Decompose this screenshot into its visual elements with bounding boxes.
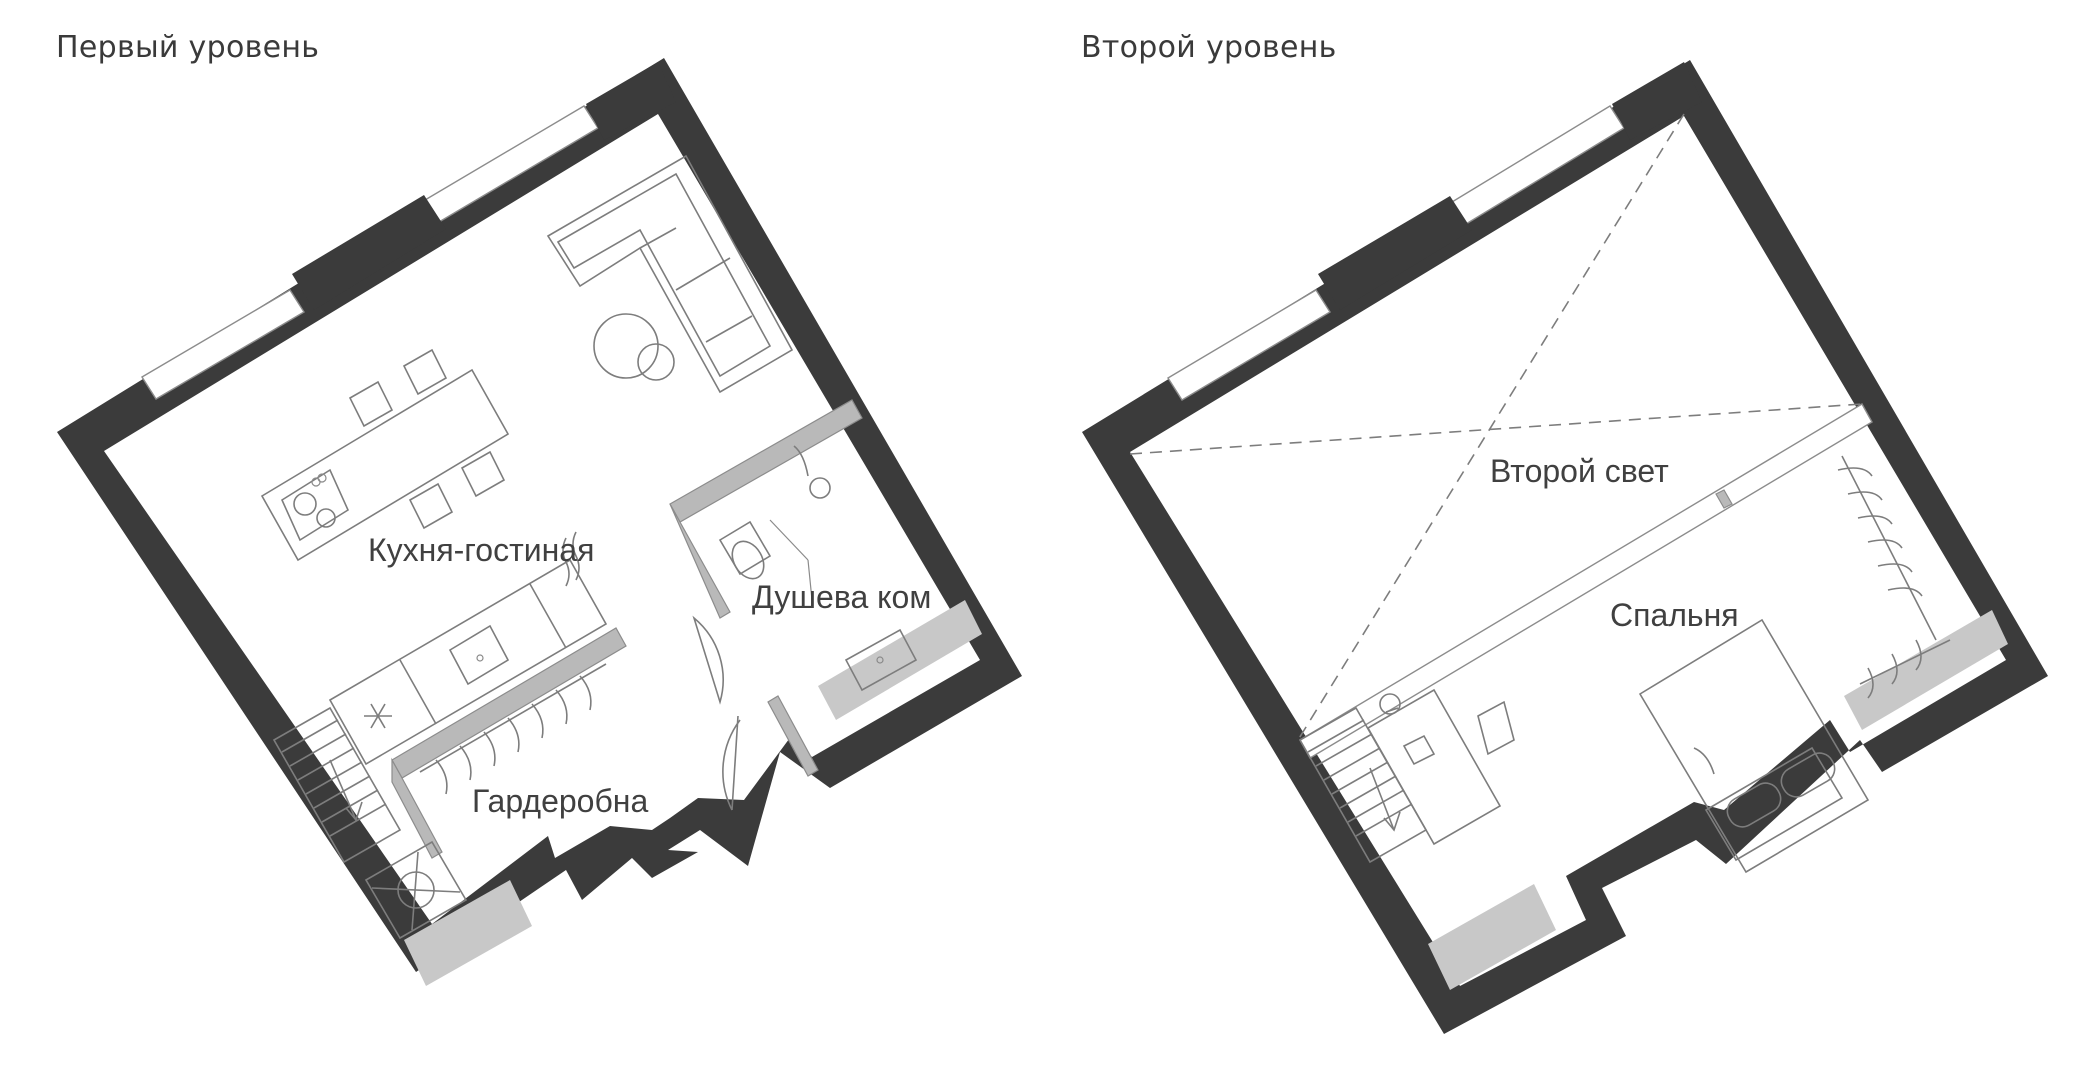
room-label-second-light: Второй свет [1490, 453, 1669, 489]
window [141, 289, 305, 400]
bed [1638, 618, 1870, 874]
desk-chair [1477, 700, 1515, 756]
door-swing [692, 615, 724, 705]
wall-pier [292, 195, 446, 310]
wardrobe-hangers [419, 663, 607, 795]
hood-icon [562, 537, 570, 587]
staircase [1298, 706, 1428, 864]
chair [460, 450, 506, 498]
hob-burner-icon [293, 492, 317, 516]
coffee-table [593, 313, 659, 379]
chair [408, 482, 454, 530]
door-swing [722, 719, 741, 811]
hob-burner-icon [316, 508, 336, 528]
washbasin-icon [1379, 693, 1401, 715]
wall-pier [1318, 196, 1472, 310]
chair [348, 380, 394, 428]
balcony-strip [1844, 610, 2008, 730]
level-2-title: Второй уровень [1081, 30, 1337, 65]
coffee-table [637, 343, 675, 381]
sofa [546, 154, 794, 394]
wall-pier [1612, 62, 1702, 140]
stair-arrow-icon [1369, 767, 1395, 831]
kitchen-counter [328, 531, 608, 766]
window [1167, 289, 1331, 401]
sink-icon [448, 624, 510, 686]
kitchen-island [260, 368, 510, 562]
wall-pier [586, 62, 676, 140]
stair-arrow-icon [329, 759, 357, 821]
balcony-strip [818, 600, 982, 720]
second-level-plan: Второй свет Спальня [1082, 60, 2048, 1034]
first-level-plan: Кухня-гостиная Душева ком Гардеробна [57, 58, 1022, 986]
shower-drain-icon [809, 477, 831, 499]
washbasin [844, 628, 918, 692]
exterior-wall [57, 58, 1022, 972]
level-1-title: Первый уровень [56, 30, 320, 65]
chair [402, 348, 448, 396]
fridge-snowflake-icon [364, 703, 392, 729]
second-light-diagonal [1129, 403, 1863, 455]
room-label-kitchen: Кухня-гостиная [368, 532, 594, 568]
desk-lamp [1402, 734, 1436, 766]
staircase [272, 706, 402, 864]
balcony-strip [1428, 884, 1556, 990]
room-label-wardrobe: Гардеробна [472, 783, 648, 819]
shower-partition [669, 399, 863, 523]
balcony-strip [404, 880, 532, 986]
room-label-shower: Душева ком [752, 579, 931, 615]
bedroom-wardrobe [1837, 455, 1951, 699]
exterior-wall [1082, 60, 2048, 1034]
second-light-diagonal [1297, 113, 1685, 741]
toilet [718, 520, 772, 580]
room-label-bedroom: Спальня [1610, 597, 1739, 633]
boiler-unit [364, 840, 468, 940]
